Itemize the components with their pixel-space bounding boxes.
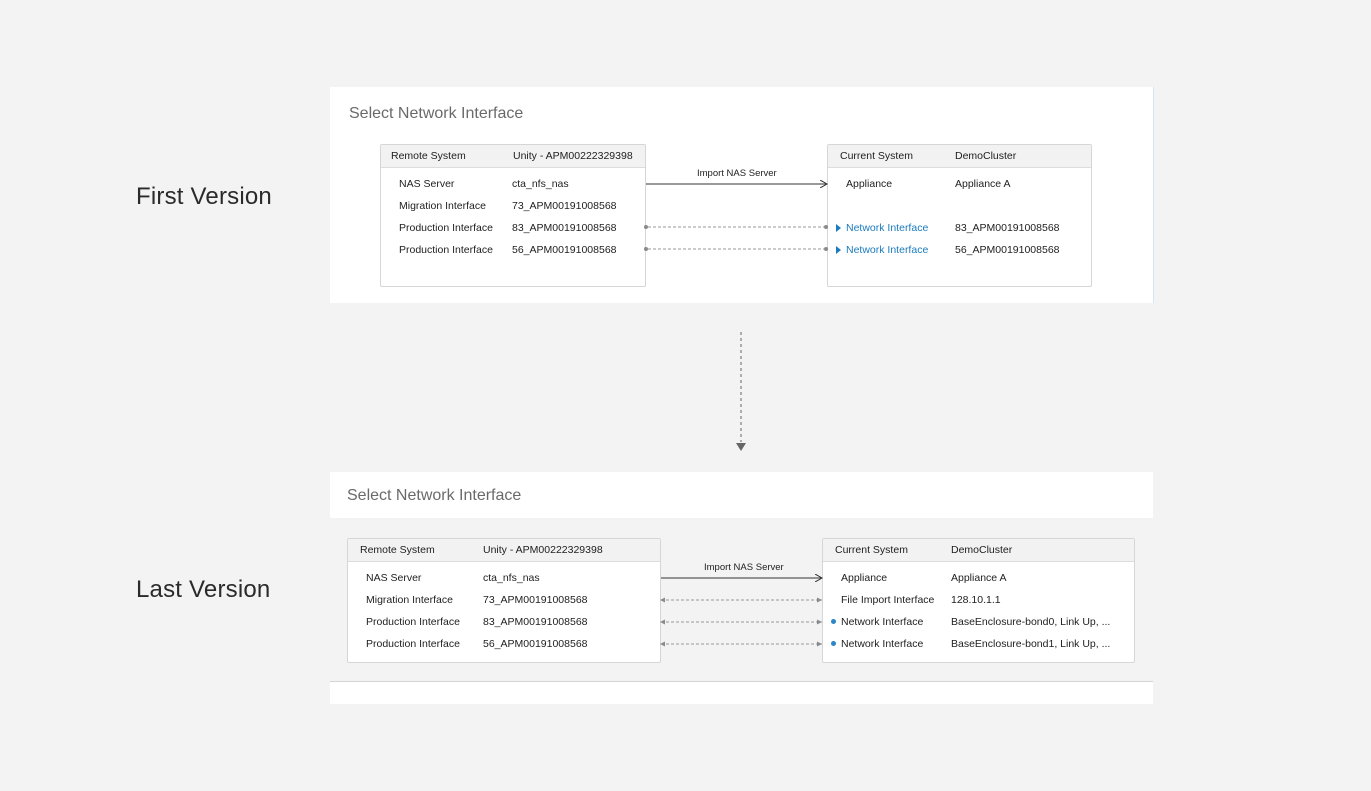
row-value: Appliance A (951, 572, 1007, 584)
row-value: 128.10.1.1 (951, 594, 1001, 606)
row-label: NAS Server (366, 572, 422, 584)
row-label: File Import Interface (841, 594, 935, 606)
import-nas-server-label: Import NAS Server (697, 168, 777, 179)
current-system-name: DemoCluster (951, 544, 1013, 556)
row-value: 56_APM00191008568 (955, 244, 1060, 256)
remote-system-header: Remote System (360, 544, 435, 556)
import-nas-server-label: Import NAS Server (704, 562, 784, 573)
last-version-footer-bar (330, 681, 1153, 704)
remote-system-name: Unity - APM00222329398 (513, 150, 633, 162)
network-interface-label[interactable]: Network Interface (841, 616, 924, 628)
selected-dot-icon (831, 641, 836, 646)
row-label: Appliance (846, 178, 893, 190)
row-value: 73_APM00191008568 (483, 594, 588, 606)
row-value: 83_APM00191008568 (483, 616, 588, 628)
row-value: 56_APM00191008568 (483, 638, 588, 650)
current-system-card: Current System DemoCluster Appliance App… (827, 144, 1092, 287)
card-header: Remote System Unity - APM00222329398 (381, 145, 645, 168)
current-system-name: DemoCluster (955, 150, 1017, 162)
panel-title: Select Network Interface (347, 487, 522, 504)
network-interface-link[interactable]: Network Interface (846, 244, 929, 256)
transition-arrow-head (736, 443, 746, 451)
row-value: Appliance A (955, 178, 1011, 190)
current-system-header: Current System (835, 544, 908, 556)
current-system-header: Current System (840, 150, 913, 162)
row-label: Appliance (841, 572, 888, 584)
network-interface-label[interactable]: Network Interface (841, 638, 924, 650)
row-label: NAS Server (399, 178, 455, 190)
row-label: Production Interface (399, 222, 493, 234)
remote-system-header: Remote System (391, 150, 466, 162)
card-header: Current System DemoCluster (828, 145, 1091, 168)
remote-system-name: Unity - APM00222329398 (483, 544, 603, 556)
row-value: cta_nfs_nas (512, 178, 569, 190)
row-label: Production Interface (366, 638, 460, 650)
row-value: cta_nfs_nas (483, 572, 540, 584)
card-header: Remote System Unity - APM00222329398 (348, 539, 660, 562)
row-value: BaseEnclosure-bond0, Link Up, ... (951, 616, 1111, 628)
row-value: 56_APM00191008568 (512, 244, 617, 256)
panel-title: Select Network Interface (349, 105, 524, 122)
first-version-label: First Version (136, 183, 272, 210)
remote-system-card: Remote System Unity - APM00222329398 NAS… (347, 538, 661, 663)
network-interface-link[interactable]: Network Interface (846, 222, 929, 234)
expand-triangle-icon[interactable] (836, 224, 841, 232)
current-system-card: Current System DemoCluster Appliance App… (822, 538, 1135, 663)
row-value: 83_APM00191008568 (955, 222, 1060, 234)
row-label: Migration Interface (366, 594, 453, 606)
row-label: Migration Interface (399, 200, 486, 212)
last-version-label: Last Version (136, 576, 271, 603)
last-version-title-bar: Select Network Interface (330, 472, 1153, 518)
expand-triangle-icon[interactable] (836, 246, 841, 254)
card-header: Current System DemoCluster (823, 539, 1134, 562)
first-version-panel: Select Network Interface Remote System U… (330, 87, 1154, 303)
selected-dot-icon (831, 619, 836, 624)
row-label: Production Interface (366, 616, 460, 628)
row-value: 83_APM00191008568 (512, 222, 617, 234)
row-value: 73_APM00191008568 (512, 200, 617, 212)
row-value: BaseEnclosure-bond1, Link Up, ... (951, 638, 1111, 650)
row-label: Production Interface (399, 244, 493, 256)
remote-system-card: Remote System Unity - APM00222329398 NAS… (380, 144, 646, 287)
